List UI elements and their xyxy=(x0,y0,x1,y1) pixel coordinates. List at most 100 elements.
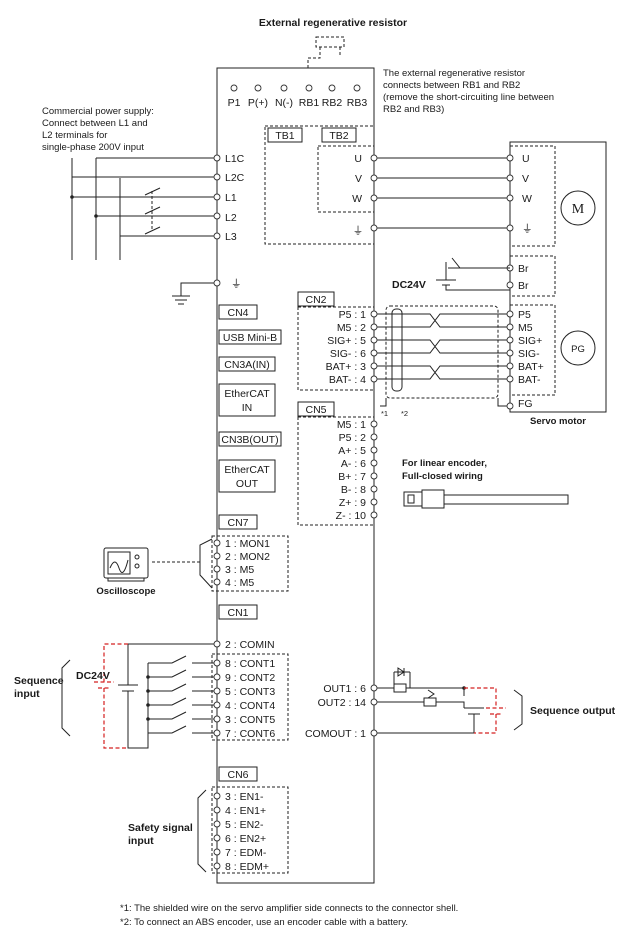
svg-text:RB2: RB2 xyxy=(322,97,343,109)
svg-text:Br: Br xyxy=(518,280,529,292)
tb1-terminal-labels: L1C L2C L1 L2 L3 xyxy=(225,153,245,243)
svg-text:5 : CONT3: 5 : CONT3 xyxy=(225,686,275,698)
sequence-output-label: Sequence output xyxy=(530,705,616,717)
svg-text:V: V xyxy=(355,173,362,185)
svg-text:M5 : 2: M5 : 2 xyxy=(337,322,366,334)
svg-text:*2: To connect an ABS encoder,: *2: To connect an ABS encoder, use an en… xyxy=(120,917,408,928)
ethercat-out-label: EtherCAT xyxy=(224,464,270,476)
svg-text:Z- : 10: Z- : 10 xyxy=(336,510,367,522)
svg-text:IN: IN xyxy=(242,402,253,414)
svg-text:P5 : 1: P5 : 1 xyxy=(339,309,367,321)
cn2-label: CN2 xyxy=(305,294,326,306)
svg-text:U: U xyxy=(522,153,530,165)
svg-text:RB2 and RB3): RB2 and RB3) xyxy=(383,104,444,115)
tb1-label: TB1 xyxy=(275,130,294,142)
mark-2: *2 xyxy=(401,409,408,418)
motor-encoder-labels: P5 M5 SIG+ SIG- BAT+ BAT- xyxy=(518,309,544,386)
external-regenerative-resistor xyxy=(315,36,345,48)
ethercat-in-label: EtherCAT xyxy=(224,388,270,400)
svg-text:W: W xyxy=(522,193,532,205)
svg-text:B+ : 7: B+ : 7 xyxy=(338,471,366,483)
top-terminals xyxy=(230,84,361,92)
svg-text:Z+ : 9: Z+ : 9 xyxy=(339,497,366,509)
svg-text:Sequence: Sequence xyxy=(14,675,64,687)
svg-text:BAT- : 4: BAT- : 4 xyxy=(329,374,366,386)
svg-text:4 : M5: 4 : M5 xyxy=(225,577,254,589)
svg-text:Connect between L1 and: Connect between L1 and xyxy=(42,118,148,129)
svg-text:The external regenerative resi: The external regenerative resistor xyxy=(383,68,525,79)
oscilloscope-label: Oscilloscope xyxy=(96,586,155,597)
footnotes: *1: The shielded wire on the servo ampli… xyxy=(120,903,458,928)
comout-label: COMOUT : 1 xyxy=(305,728,366,740)
pg-symbol xyxy=(560,330,596,366)
svg-text:BAT-: BAT- xyxy=(518,374,541,386)
svg-text:SIG-: SIG- xyxy=(518,348,540,360)
svg-text:L2 terminals for: L2 terminals for xyxy=(42,130,107,141)
svg-text:L2C: L2C xyxy=(225,172,245,184)
svg-text:input: input xyxy=(14,688,40,700)
svg-text:M5: M5 xyxy=(518,322,533,334)
svg-text:W: W xyxy=(352,193,362,205)
svg-text:N(-): N(-) xyxy=(275,97,293,109)
svg-text:8 : EDM+: 8 : EDM+ xyxy=(225,861,269,873)
svg-text:A+ : 5: A+ : 5 xyxy=(338,445,366,457)
svg-text:For linear encoder,: For linear encoder, xyxy=(402,458,487,469)
cn6-pin-labels: 3 : EN1- 4 : EN1+ 5 : EN2- 6 : EN2+ 7 : … xyxy=(225,791,269,873)
svg-text:*1: The shielded wire on the s: *1: The shielded wire on the servo ampli… xyxy=(120,903,458,914)
motor-power-terminal-labels: U V W xyxy=(522,153,532,205)
usb-mini-b-label: USB Mini-B xyxy=(223,332,277,344)
cn3a-label: CN3A(IN) xyxy=(224,359,270,371)
svg-text:V: V xyxy=(522,173,529,185)
svg-text:L2: L2 xyxy=(225,212,237,224)
cn6-label: CN6 xyxy=(227,769,248,781)
svg-text:Safety signal: Safety signal xyxy=(128,822,193,834)
linear-encoder-note: For linear encoder, Full-closed wiring xyxy=(402,458,487,482)
svg-text:(remove the short-circuiting l: (remove the short-circuiting line betwee… xyxy=(383,92,554,103)
svg-text:Br: Br xyxy=(518,263,529,275)
motor-power-terminals xyxy=(506,154,514,232)
svg-text:5 : EN2-: 5 : EN2- xyxy=(225,819,264,831)
input-switches xyxy=(146,655,214,734)
power-breaker xyxy=(144,187,161,235)
mark-1: *1 xyxy=(381,409,388,418)
svg-text:A- : 6: A- : 6 xyxy=(341,458,366,470)
svg-text:P5: P5 xyxy=(518,309,531,321)
encoder-cable-shield xyxy=(385,305,499,399)
cn1-label: CN1 xyxy=(227,607,248,619)
svg-text:P5 : 2: P5 : 2 xyxy=(339,432,367,444)
fg-label: FG xyxy=(518,398,533,410)
svg-text:RB1: RB1 xyxy=(299,97,320,109)
svg-text:7 : EDM-: 7 : EDM- xyxy=(225,847,267,859)
svg-text:B- : 8: B- : 8 xyxy=(341,484,366,496)
cn1-input-labels: 8 : CONT1 9 : CONT2 5 : CONT3 4 : CONT4 … xyxy=(225,658,275,740)
svg-text:BAT+ : 3: BAT+ : 3 xyxy=(326,361,367,373)
safety-signal-label: Safety signal input xyxy=(128,822,193,847)
cn7-pin-labels: 1 : MON1 2 : MON2 3 : M5 4 : M5 xyxy=(225,538,270,589)
cn5-pin-labels: M5 : 1 P5 : 2 A+ : 5 A- : 6 B+ : 7 B- : … xyxy=(336,419,367,522)
brake-dc24v: DC24V xyxy=(392,279,426,291)
svg-text:9 : CONT2: 9 : CONT2 xyxy=(225,672,275,684)
svg-text:L3: L3 xyxy=(225,231,237,243)
cn7-pins xyxy=(213,539,221,586)
svg-text:1 : MON1: 1 : MON1 xyxy=(225,538,270,550)
cn3b-label: CN3B(OUT) xyxy=(221,434,278,446)
dc24v-input-label: DC24V xyxy=(76,670,110,682)
output-labels: OUT1 : 6 OUT2 : 14 xyxy=(318,683,367,709)
svg-text:BAT+: BAT+ xyxy=(518,361,544,373)
sequence-input-label: Sequence input xyxy=(14,675,64,700)
ground-symbol-left: ⏚ xyxy=(231,278,242,290)
svg-text:L1C: L1C xyxy=(225,153,245,165)
svg-text:PG: PG xyxy=(571,344,585,355)
cn1-comin: 2 : COMIN xyxy=(225,639,275,651)
svg-text:P1: P1 xyxy=(228,97,241,109)
oscilloscope-icon xyxy=(103,547,149,582)
svg-text:single-phase 200V input: single-phase 200V input xyxy=(42,142,144,153)
svg-text:3 : EN1-: 3 : EN1- xyxy=(225,791,264,803)
svg-text:OUT1 : 6: OUT1 : 6 xyxy=(323,683,366,695)
cn4-label: CN4 xyxy=(227,307,248,319)
svg-text:Full-closed wiring: Full-closed wiring xyxy=(402,471,483,482)
tb2-terminal-labels: U V W xyxy=(352,153,362,205)
svg-text:OUT: OUT xyxy=(236,478,259,490)
svg-text:M5 : 1: M5 : 1 xyxy=(337,419,366,431)
